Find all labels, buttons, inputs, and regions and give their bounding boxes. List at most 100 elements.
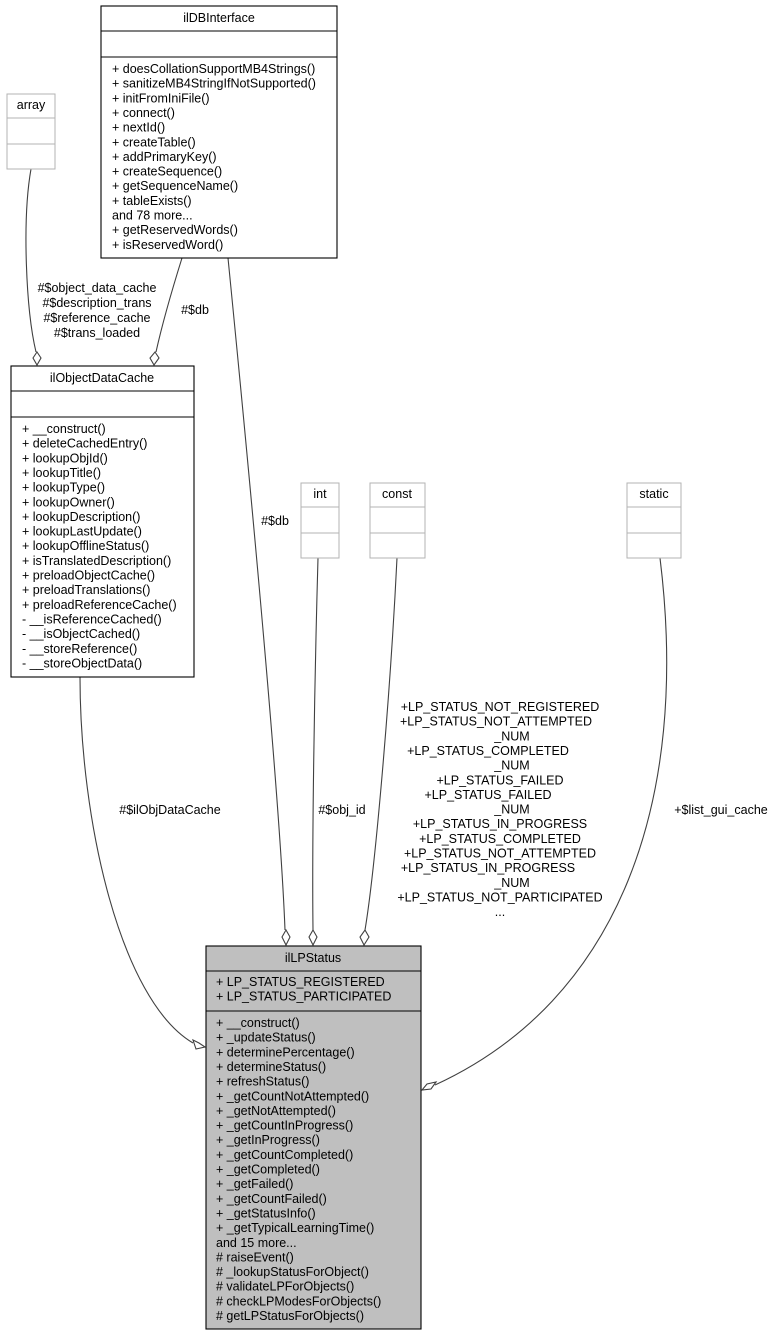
class-title: ilObjectDataCache xyxy=(50,371,154,385)
edge-cache-to-lpstatus xyxy=(79,676,194,1044)
text-line: - __isObjectCached() xyxy=(22,627,140,641)
text-line: + doesCollationSupportMB4Strings() xyxy=(112,62,315,76)
class-box xyxy=(626,482,682,559)
text-line: + __construct() xyxy=(216,1016,300,1030)
class-box xyxy=(100,5,338,259)
class-int[interactable]: int xyxy=(300,482,340,559)
text-line: + _getNotAttempted() xyxy=(216,1104,336,1118)
text-line: #$description_trans xyxy=(42,296,151,310)
text-line: +LP_STATUS_IN_PROGRESS xyxy=(413,817,587,831)
text-line: + LP_STATUS_REGISTERED xyxy=(216,975,385,989)
text-line: and 15 more... xyxy=(216,1236,297,1250)
text-line: + sanitizeMB4StringIfNotSupported() xyxy=(112,77,316,91)
text-line: + initFromIniFile() xyxy=(112,91,210,105)
edge-db-to-lpstatus xyxy=(227,257,286,931)
class-ildbinterface[interactable]: ilDBInterface + doesCollationSupportMB4S… xyxy=(100,5,338,259)
edge-labels: #$object_data_cache#$description_trans#$… xyxy=(38,281,768,919)
text-line: #$obj_id xyxy=(318,803,365,817)
text-line: + nextId() xyxy=(112,121,165,135)
text-line: + isTranslatedDescription() xyxy=(22,554,171,568)
label-static-to-lpstatus: +$list_gui_cache xyxy=(674,803,768,817)
text-line: - __storeObjectData() xyxy=(22,656,142,670)
text-line: + determineStatus() xyxy=(216,1060,326,1074)
text-line: + lookupOfflineStatus() xyxy=(22,539,149,553)
text-line: +LP_STATUS_COMPLETED xyxy=(407,744,569,758)
class-title: ilDBInterface xyxy=(183,11,255,25)
text-line: + lookupOwner() xyxy=(22,495,115,509)
text-line: + createSequence() xyxy=(112,165,222,179)
edge-db-to-cache xyxy=(155,257,183,353)
text-line: + lookupObjId() xyxy=(22,451,108,465)
edge-int-to-lpstatus xyxy=(312,557,319,931)
label-array-to-cache: #$object_data_cache#$description_trans#$… xyxy=(38,281,157,340)
text-line: + lookupDescription() xyxy=(22,510,140,524)
text-line: + createTable() xyxy=(112,135,196,149)
class-const[interactable]: const xyxy=(369,482,426,559)
text-line: +$list_gui_cache xyxy=(674,803,768,817)
text-line: +LP_STATUS_FAILED xyxy=(424,788,551,802)
text-line: +LP_STATUS_NOT_REGISTERED xyxy=(401,700,600,714)
text-line: +LP_STATUS_COMPLETED xyxy=(419,832,581,846)
method-list: + doesCollationSupportMB4Strings()+ sani… xyxy=(112,62,316,252)
text-line: + getReservedWords() xyxy=(112,223,238,237)
aggregation-diamond xyxy=(281,928,291,947)
text-line: # checkLPModesForObjects() xyxy=(216,1294,381,1308)
class-title: const xyxy=(382,487,412,501)
edge-array-to-cache xyxy=(25,168,37,353)
text-line: #$ilObjDataCache xyxy=(119,803,220,817)
text-line: +LP_STATUS_IN_PROGRESS xyxy=(401,861,575,875)
text-line: - __isReferenceCached() xyxy=(22,612,162,626)
text-line: # validateLPForObjects() xyxy=(216,1280,354,1294)
class-array[interactable]: array xyxy=(6,93,56,170)
text-line: # raiseEvent() xyxy=(216,1250,294,1264)
class-box xyxy=(205,945,422,1330)
text-line: + _getCompleted() xyxy=(216,1163,320,1177)
text-line: _NUM xyxy=(493,803,529,817)
attribute-list: + LP_STATUS_REGISTERED+ LP_STATUS_PARTIC… xyxy=(216,975,391,1004)
class-ilobjectdatacache[interactable]: ilObjectDataCache + __construct()+ delet… xyxy=(10,365,195,678)
text-line: + addPrimaryKey() xyxy=(112,150,217,164)
class-box xyxy=(300,482,340,559)
class-title: static xyxy=(639,487,668,501)
text-line: + __construct() xyxy=(22,422,106,436)
label-int-to-lpstatus: #$obj_id xyxy=(318,803,365,817)
class-title: ilLPStatus xyxy=(285,951,341,965)
text-line: #$trans_loaded xyxy=(54,326,140,340)
text-line: + preloadObjectCache() xyxy=(22,569,155,583)
text-line: + refreshStatus() xyxy=(216,1075,309,1089)
text-line: + lookupTitle() xyxy=(22,466,101,480)
text-line: + _getCountCompleted() xyxy=(216,1148,353,1162)
text-line: + lookupType() xyxy=(22,481,105,495)
class-title: array xyxy=(17,98,46,112)
text-line: + _getTypicalLearningTime() xyxy=(216,1221,374,1235)
label-db-to-lpstatus: #$db xyxy=(261,514,289,528)
text-line: + connect() xyxy=(112,106,175,120)
aggregation-diamond xyxy=(149,351,160,367)
aggregation-diamond xyxy=(308,928,318,947)
text-line: + tableExists() xyxy=(112,194,192,208)
label-cache-to-lpstatus: #$ilObjDataCache xyxy=(119,803,220,817)
method-list: + __construct()+ _updateStatus()+ determ… xyxy=(216,1016,381,1323)
edges xyxy=(25,168,668,1091)
text-line: + deleteCachedEntry() xyxy=(22,437,147,451)
text-line: + _getCountFailed() xyxy=(216,1192,327,1206)
class-box xyxy=(10,365,195,678)
text-line: and 78 more... xyxy=(112,209,193,223)
aggregation-diamond xyxy=(420,1081,438,1091)
text-line: +LP_STATUS_NOT_ATTEMPTED xyxy=(400,715,592,729)
method-list: + __construct()+ deleteCachedEntry()+ lo… xyxy=(22,422,177,670)
text-line: + getSequenceName() xyxy=(112,179,238,193)
label-db-to-cache: #$db xyxy=(181,303,209,317)
text-line: + _getCountNotAttempted() xyxy=(216,1089,369,1103)
class-static[interactable]: static xyxy=(626,482,682,559)
text-line: _NUM xyxy=(493,876,529,890)
text-line: +LP_STATUS_FAILED xyxy=(436,773,563,787)
label-const-to-lpstatus: +LP_STATUS_NOT_REGISTERED+LP_STATUS_NOT_… xyxy=(397,700,602,919)
text-line: + lookupLastUpdate() xyxy=(22,525,142,539)
text-line: - __storeReference() xyxy=(22,642,137,656)
class-illpstatus[interactable]: ilLPStatus + LP_STATUS_REGISTERED+ LP_ST… xyxy=(205,945,422,1330)
text-line: #$db xyxy=(181,303,209,317)
text-line: + _getCountInProgress() xyxy=(216,1119,353,1133)
text-line: # _lookupStatusForObject() xyxy=(216,1265,369,1279)
text-line: #$db xyxy=(261,514,289,528)
